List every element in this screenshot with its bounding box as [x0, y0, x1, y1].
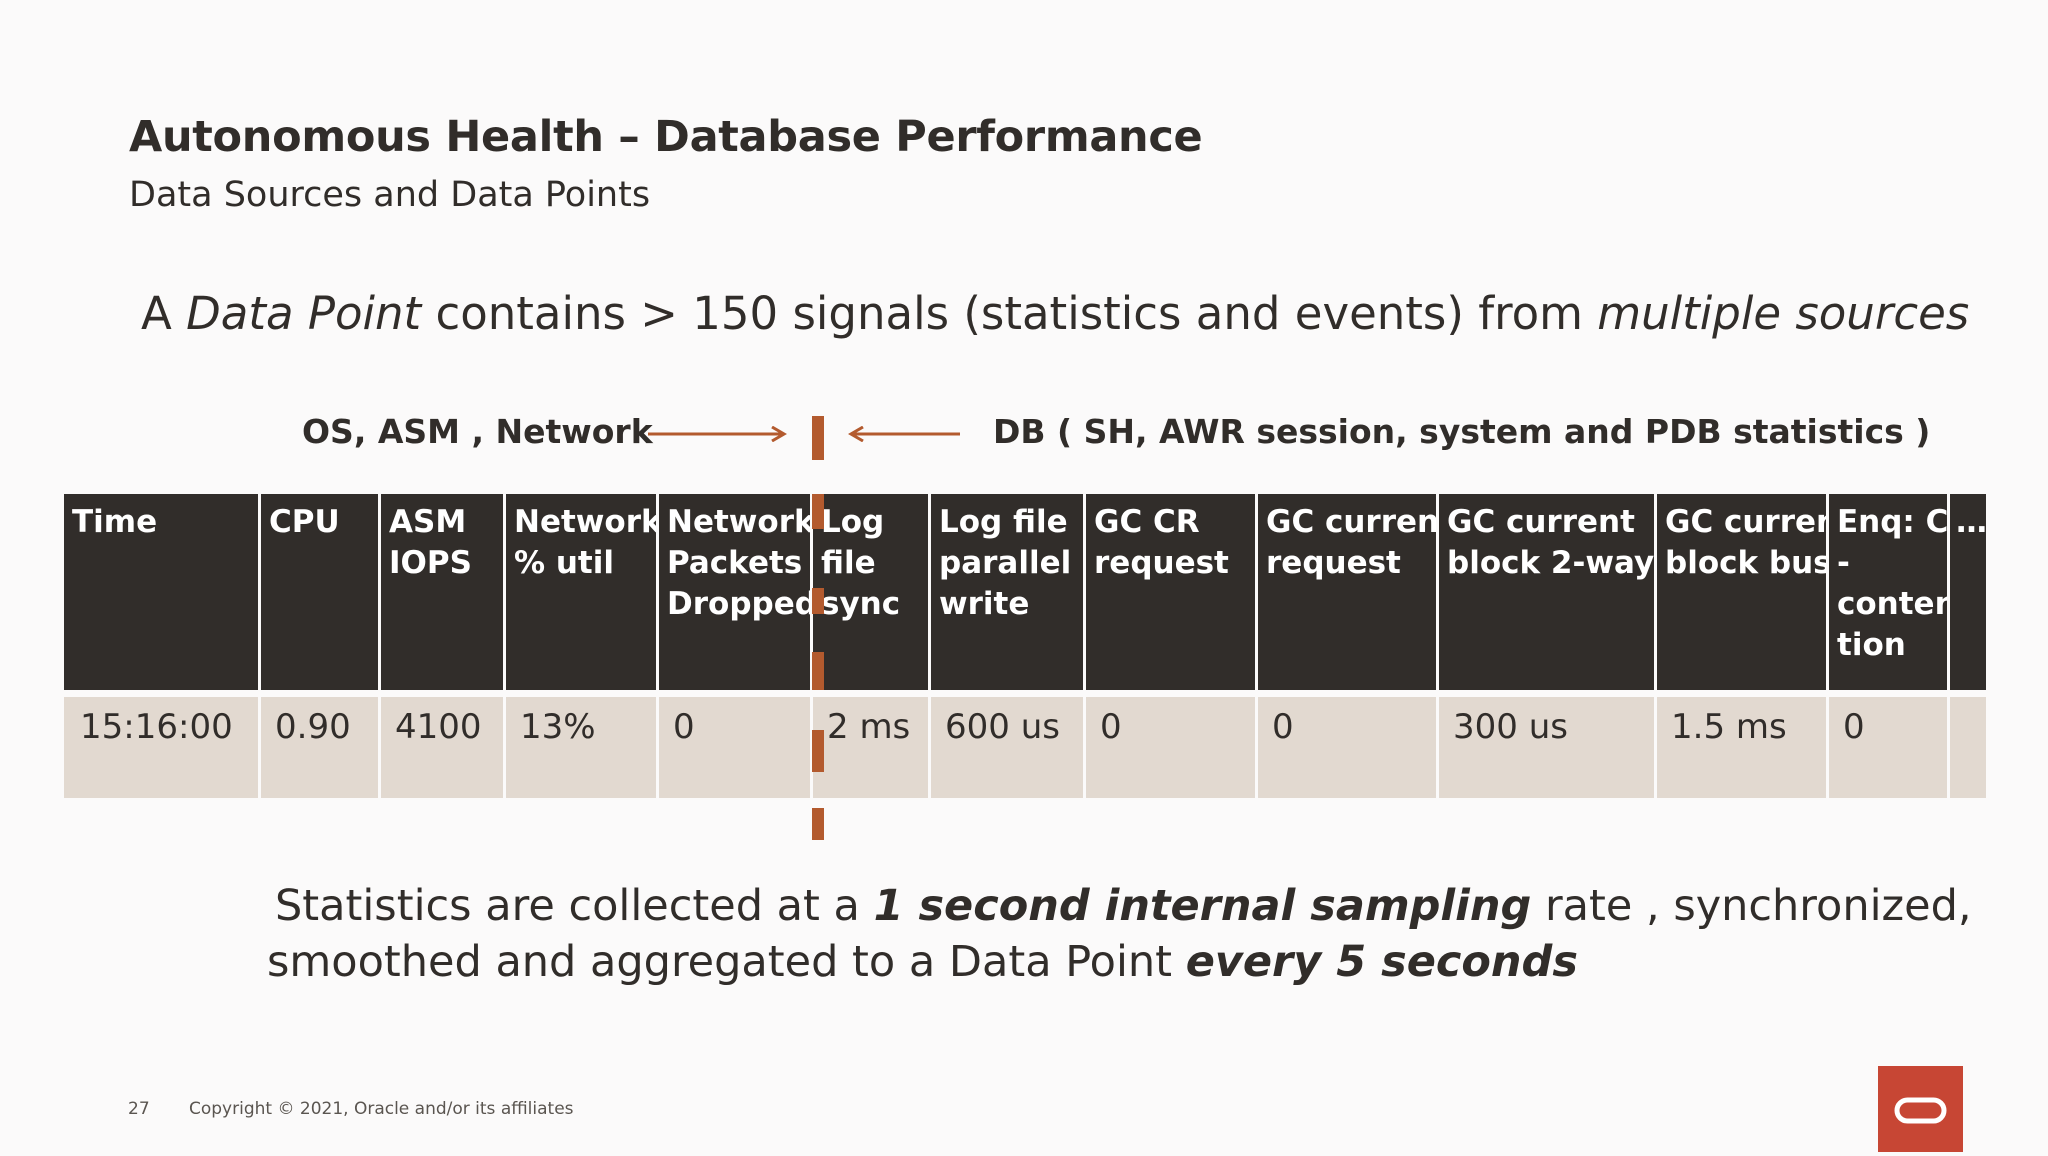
- copyright-text: Copyright © 2021, Oracle and/or its affi…: [189, 1099, 574, 1119]
- column-header-line: ASM: [389, 504, 467, 540]
- column-header-line: parallel: [939, 545, 1072, 581]
- sampling-text: Statistics are collected at a: [275, 881, 874, 931]
- arrow-left-icon: [848, 426, 960, 442]
- column-header: GC current block busy: [1657, 494, 1826, 690]
- slide-subtitle: Data Sources and Data Points: [129, 175, 651, 215]
- column-header-line: % util: [514, 545, 614, 581]
- column-header: GC current request: [1258, 494, 1436, 690]
- divider-segment: [812, 494, 824, 529]
- db-statistics-label: DB ( SH, AWR session, system and PDB sta…: [993, 412, 1931, 451]
- slide-title: Autonomous Health – Database Performance: [129, 112, 1203, 162]
- os-asm-network-label: OS, ASM , Network: [302, 412, 653, 451]
- table-cell: 0: [1258, 697, 1436, 798]
- divider-segment: [812, 416, 824, 460]
- headline-part-2: Data Point: [186, 287, 422, 340]
- arrow-right-icon: [648, 426, 787, 442]
- column-header-line: Log file: [939, 504, 1068, 540]
- column-header-line: write: [939, 586, 1030, 622]
- column-header-line: Network: [514, 504, 656, 540]
- table-cell: 0: [659, 697, 810, 798]
- column-header: Enq: CF - conten tion: [1829, 494, 1947, 690]
- column-header: GC CR request: [1086, 494, 1255, 690]
- column-header-line: sync: [821, 586, 901, 622]
- table-cell: 13%: [506, 697, 656, 798]
- table-cell: [1950, 697, 1986, 798]
- column-header: Time: [64, 494, 258, 690]
- sampling-emphasis: every 5 seconds: [1185, 937, 1578, 987]
- table-cell: 1.5 ms: [1657, 697, 1826, 798]
- sampling-line-1: Statistics are collected at a 1 second i…: [275, 878, 1972, 934]
- column-header-line: IOPS: [389, 545, 472, 581]
- sampling-emphasis: 1 second internal sampling: [873, 881, 1532, 931]
- sampling-description: Statistics are collected at a 1 second i…: [267, 878, 1972, 990]
- column-header-line: Log: [821, 504, 885, 540]
- table-cell: 2 ms: [813, 697, 928, 798]
- column-header: Log file parallel write: [931, 494, 1083, 690]
- divider-segment: [812, 588, 824, 614]
- table-cell: 0: [1829, 697, 1947, 798]
- column-header: Log file sync: [813, 494, 928, 690]
- column-header-line: conten: [1837, 586, 1947, 622]
- column-header-line: GC current: [1266, 504, 1436, 540]
- column-header-line: request: [1266, 545, 1401, 581]
- sampling-text: smoothed and aggregated to a Data Point: [267, 937, 1186, 987]
- table-cell: 600 us: [931, 697, 1083, 798]
- divider-segment: [812, 808, 824, 840]
- column-header-line: Time: [72, 504, 158, 540]
- column-header-line: block busy: [1665, 545, 1826, 581]
- divider-segment: [812, 730, 824, 772]
- sampling-text: rate , synchronized,: [1531, 881, 1972, 931]
- table-cell: 0.90: [261, 697, 378, 798]
- column-header-line: CPU: [269, 504, 340, 540]
- column-header-line: -: [1837, 545, 1850, 581]
- column-header-line: block 2-way: [1447, 545, 1654, 581]
- column-header: ASM IOPS: [381, 494, 503, 690]
- table-cell: 300 us: [1439, 697, 1654, 798]
- column-header-line: Dropped: [667, 586, 810, 622]
- sampling-line-2: smoothed and aggregated to a Data Point …: [267, 934, 1972, 990]
- page-number: 27: [128, 1099, 150, 1119]
- column-header-line: Enq: CF: [1837, 504, 1947, 540]
- column-header: Network % util: [506, 494, 656, 690]
- column-header-line: GC current: [1447, 504, 1635, 540]
- column-header-line: request: [1094, 545, 1229, 581]
- table-cell: 15:16:00: [64, 697, 258, 798]
- column-header-line: tion: [1837, 627, 1906, 663]
- column-header-line: GC CR: [1094, 504, 1200, 540]
- headline-part-4: multiple sources: [1597, 287, 1970, 340]
- table-cell: 4100: [381, 697, 503, 798]
- column-header-line: GC current: [1665, 504, 1826, 540]
- column-header: CPU: [261, 494, 378, 690]
- oracle-logo-icon: [1878, 1066, 1963, 1152]
- column-header-line: Network_: [667, 504, 810, 540]
- column-header: GC current block 2-way: [1439, 494, 1654, 690]
- table-cell: 0: [1086, 697, 1255, 798]
- column-header-line: Packets: [667, 545, 803, 581]
- column-header-line: file: [821, 545, 876, 581]
- headline: A Data Point contains > 150 signals (sta…: [141, 287, 1969, 340]
- column-header: …: [1950, 494, 1986, 690]
- headline-part-3: contains > 150 signals (statistics and e…: [421, 287, 1598, 340]
- column-header-line: …: [1956, 504, 1986, 540]
- divider-segment: [812, 652, 824, 690]
- headline-part-1: A: [141, 287, 187, 340]
